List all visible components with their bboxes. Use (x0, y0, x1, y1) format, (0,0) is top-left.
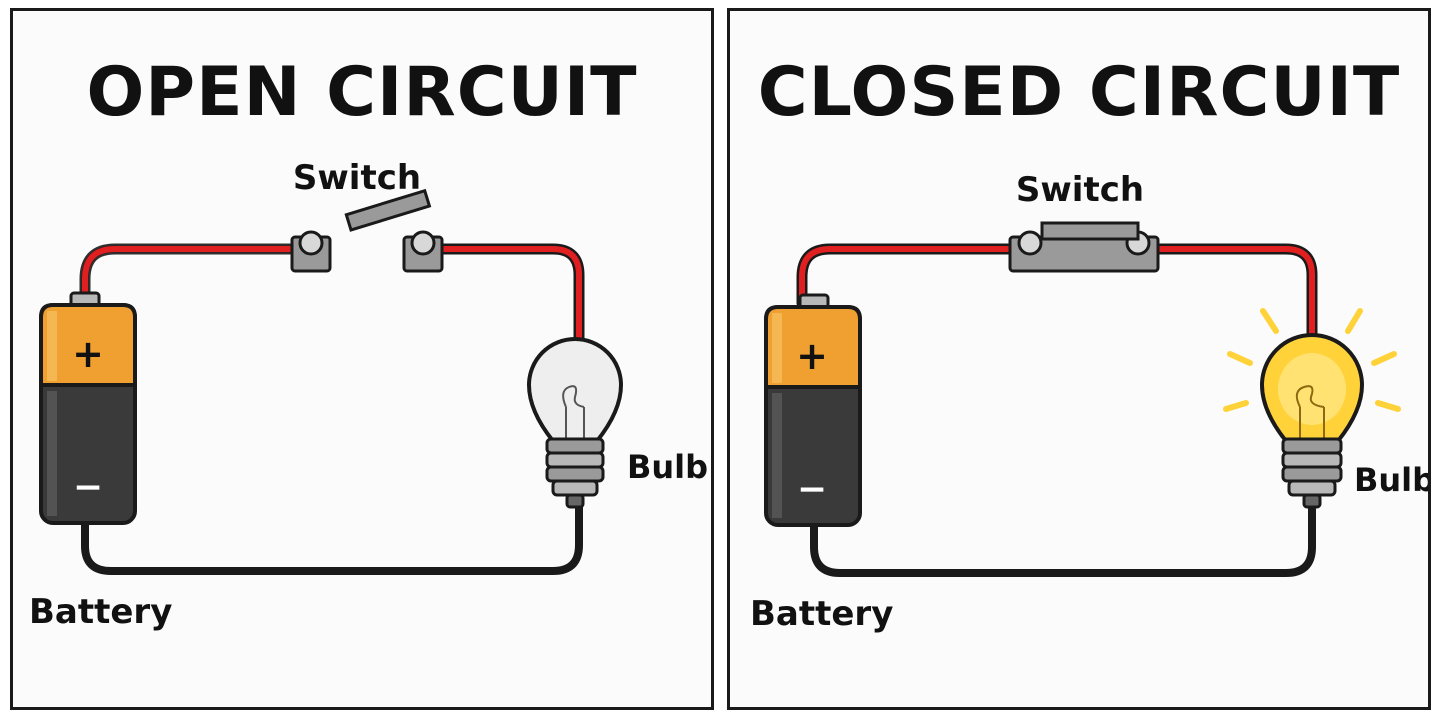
battery: + − (764, 293, 862, 527)
bulb (526, 337, 624, 509)
switch-lever-closed (1040, 221, 1140, 241)
minus-sign: − (797, 469, 827, 510)
open-circuit-panel: OPEN CIRCUIT + − (10, 8, 714, 710)
closed-circuit-diagram: + − Switch Bulb Battery (750, 170, 1428, 634)
switch-to-bulb-wire (1152, 246, 1315, 352)
positive-wire-outline (79, 243, 309, 307)
switch-label: Switch (293, 158, 421, 198)
switch-label: Switch (1016, 170, 1144, 210)
bulb-label: Bulb (627, 448, 708, 486)
plus-sign: + (72, 332, 104, 376)
battery-label: Battery (750, 594, 893, 634)
switch-lever-open (344, 188, 432, 232)
negative-wire (810, 505, 1316, 577)
battery-label: Battery (29, 592, 172, 632)
switch (290, 188, 444, 273)
negative-wire (81, 502, 583, 575)
panel-title: OPEN CIRCUIT (86, 53, 638, 132)
bulb-glow-rays (1223, 308, 1401, 412)
battery: + − (39, 291, 137, 525)
panel-title: CLOSED CIRCUIT (757, 53, 1401, 132)
open-circuit-diagram: + − Switch Bulb Battery (29, 158, 708, 632)
switch-to-bulb-wire (430, 246, 582, 356)
positive-wire (799, 246, 1018, 306)
minus-sign: − (73, 467, 103, 508)
bulb-label: Bulb (1354, 461, 1428, 499)
switch (1008, 221, 1160, 273)
positive-wire (81, 245, 307, 305)
closed-circuit-panel: CLOSED CIRCUIT + − (727, 8, 1431, 710)
plus-sign: + (796, 334, 828, 378)
bulb (1259, 333, 1365, 509)
